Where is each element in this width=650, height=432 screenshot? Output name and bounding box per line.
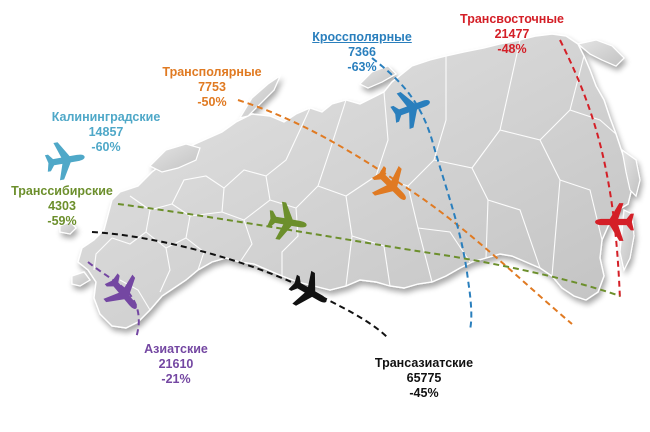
novaya-zemlya bbox=[238, 74, 282, 119]
route-transsib-line bbox=[117, 203, 621, 297]
label-transpolar: Трансполярные 7753 -50% bbox=[162, 65, 261, 110]
route-name: Азиатские bbox=[144, 342, 208, 356]
route-change: -59% bbox=[47, 214, 77, 228]
route-change: -63% bbox=[347, 60, 377, 74]
kaliningrad-exclave bbox=[59, 221, 77, 235]
label-transasian: Трансазиатские 65775 -45% bbox=[375, 356, 473, 401]
route-value: 7366 bbox=[348, 45, 376, 59]
route-value: 7753 bbox=[198, 80, 226, 94]
region-borders bbox=[93, 39, 617, 311]
route-change: -45% bbox=[409, 386, 439, 400]
chukotka bbox=[576, 39, 625, 67]
route-crosspolar-line bbox=[371, 57, 473, 331]
route-name: Транссибирские bbox=[11, 184, 113, 198]
route-transasian-line bbox=[91, 231, 389, 339]
route-change: -21% bbox=[161, 372, 191, 386]
route-change: -60% bbox=[91, 140, 121, 154]
kola-peninsula bbox=[148, 143, 201, 173]
label-kaliningrad: Калининградские 14857 -60% bbox=[52, 110, 161, 155]
route-name: Трансазиатские bbox=[374, 356, 474, 370]
route-value: 14857 bbox=[88, 125, 124, 139]
label-asian: Азиатские 21610 -21% bbox=[144, 342, 208, 387]
route-name: Трансвосточные bbox=[460, 12, 564, 26]
route-value: 65775 bbox=[406, 371, 442, 385]
label-transsib: Транссибирские 4303 -59% bbox=[11, 184, 113, 229]
route-change: -50% bbox=[197, 95, 227, 109]
russia-landmass bbox=[59, 33, 641, 329]
route-name: Кроссполярные bbox=[312, 30, 412, 44]
label-transeast: Трансвосточные 21477 -48% bbox=[460, 12, 564, 57]
route-change: -48% bbox=[497, 42, 527, 56]
route-value: 4303 bbox=[48, 199, 76, 213]
crimea bbox=[71, 271, 91, 287]
route-transpolar-line bbox=[237, 99, 573, 325]
route-value: 21477 bbox=[494, 27, 530, 41]
kamchatka bbox=[621, 148, 641, 198]
route-transeast-line bbox=[559, 39, 621, 301]
route-name: Трансполярные bbox=[162, 65, 262, 79]
route-value: 21610 bbox=[158, 357, 194, 371]
route-name: Калининградские bbox=[51, 110, 161, 124]
mainland bbox=[77, 33, 633, 329]
label-crosspolar: Кроссполярные 7366 -63% bbox=[312, 30, 412, 75]
